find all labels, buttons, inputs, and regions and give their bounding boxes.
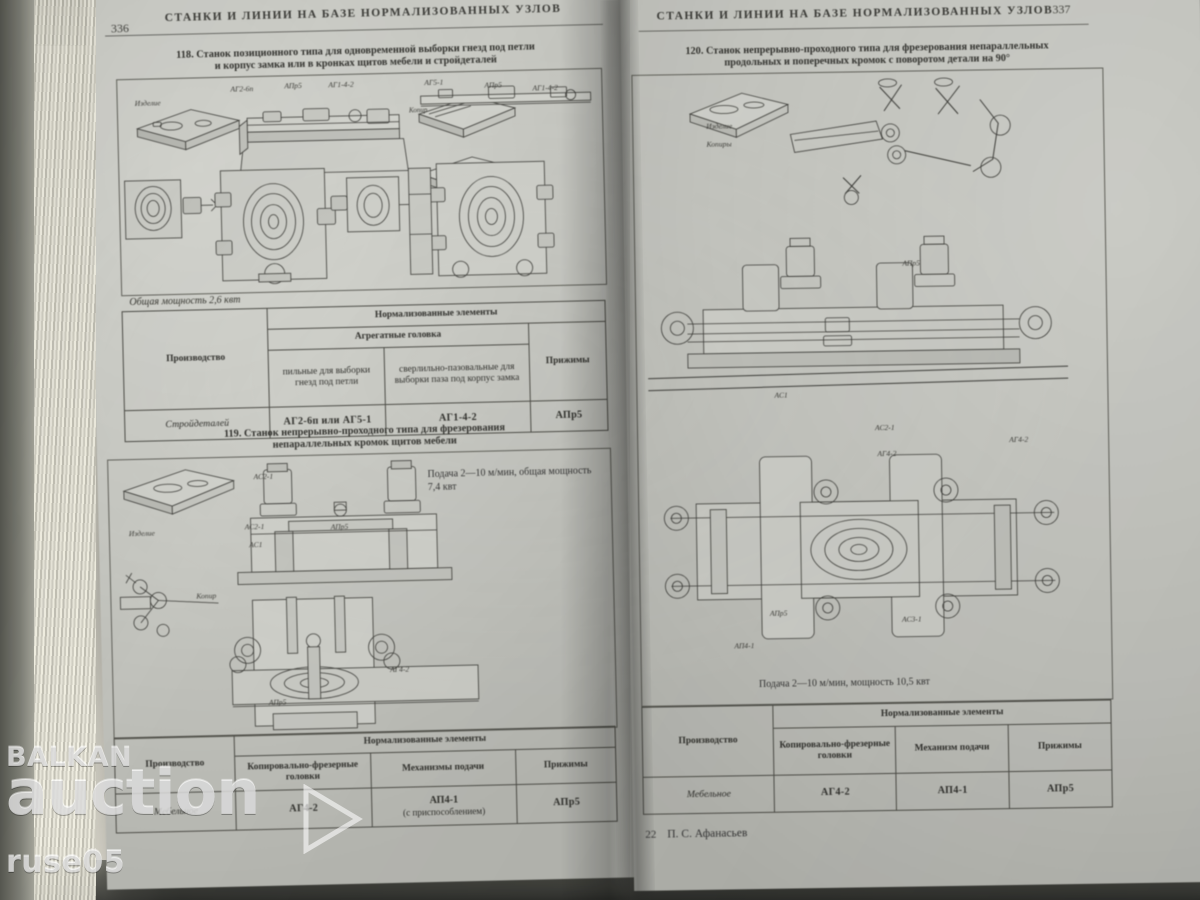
figure-118-label-ag26p: АГ2-6п xyxy=(230,84,254,94)
cell-feed-120: АП4-1 xyxy=(896,771,1010,811)
figure-119-table: Производство Нормализованные элементы Ко… xyxy=(114,726,618,834)
cell-feed-119: АП4-1 (с приспособлением) xyxy=(370,784,518,827)
folio-right: 337 xyxy=(1052,2,1071,17)
figure-119-label-as21: АС2-1 xyxy=(244,521,265,532)
figure-119-power-note: Подача 2—10 м/мин, общая мощность 7,4 кв… xyxy=(427,465,592,494)
figure-119-label-apr5: АПр5 xyxy=(330,521,349,532)
th-drill-heads: сверлильно-пазовальные для выборки паза … xyxy=(383,344,530,405)
left-page: 336 СТАНКИ И ЛИНИИ НА БАЗЕ НОРМАЛИЗОВАНН… xyxy=(86,0,648,890)
figure-118-label-ag142: АГ1-4-2 xyxy=(328,79,354,90)
cell-production-120: Мебельное xyxy=(642,775,775,815)
figure-119-label-kopir: Копир xyxy=(196,591,217,601)
cell-clamps-119: АПр5 xyxy=(516,782,618,824)
figure-119-label-ag42: АГ4-2 xyxy=(389,664,410,675)
right-page: СТАНКИ И ЛИНИИ НА БАЗЕ НОРМАЛИЗОВАННЫХ У… xyxy=(620,0,1200,891)
cell-feed-note-119: (с приспособлением) xyxy=(402,805,486,818)
th-saw-heads: пильные для выборки гнезд под петли xyxy=(267,347,386,408)
figure-119-label-apr5-b: АПр5 xyxy=(268,697,287,707)
figure-118-label-izdelie: Изделие xyxy=(134,98,161,108)
left-page-content: 336 СТАНКИ И ЛИНИИ НА БАЗЕ НОРМАЛИЗОВАНН… xyxy=(86,0,647,890)
figure-119-label-as1: АС1 xyxy=(249,539,263,550)
figure-120-label-ag42-b: АГ4-2 xyxy=(1009,434,1029,445)
figure-120-label-izdelie: Изделие xyxy=(706,121,733,131)
figure-120-drawing xyxy=(633,70,1111,703)
figure-118-label-ag51: АГ5-1 xyxy=(424,77,444,88)
figure-119-label-izdelie: Изделие xyxy=(128,528,155,539)
figure-118-label-apr5: АПр5 xyxy=(284,80,302,91)
th-production-120: Производство xyxy=(641,705,775,778)
cell-heads-120: АГ4-2 xyxy=(774,773,897,813)
figure-120-label-as21: АС2-1 xyxy=(874,422,895,433)
figure-120-label-apr5: АПр5 xyxy=(902,258,920,268)
figure-120-label-kopiry: Копиры xyxy=(706,139,732,149)
author-footer: П. С. Афанасьев xyxy=(667,827,748,841)
figure-118-label-kopir: Копир xyxy=(408,105,428,115)
th-production-119: Производство xyxy=(114,735,236,795)
figure-120-label-ag42-a: АГ4-2 xyxy=(877,448,897,459)
th-clamps-120: Прижимы xyxy=(1007,722,1112,772)
figure-118-power-note: Общая мощность 2,6 квт xyxy=(129,294,241,309)
figure-120-table: Производство Нормализованные элементы Ко… xyxy=(641,699,1113,815)
th-clamps: Прижимы xyxy=(528,321,608,402)
th-clamps-119: Прижимы xyxy=(515,747,617,785)
figure-118-drawing xyxy=(118,70,605,293)
figure-120-label-apr5-b: АПр5 xyxy=(769,608,788,618)
running-head-left: СТАНКИ И ЛИНИИ НА БАЗЕ НОРМАЛИЗОВАННЫХ У… xyxy=(164,2,562,25)
running-head-right: СТАНКИ И ЛИНИИ НА БАЗЕ НОРМАЛИЗОВАННЫХ У… xyxy=(656,4,1054,23)
th-feed-mechanisms-119: Механизмы подачи xyxy=(370,749,517,789)
cell-production-119: Мебельное xyxy=(115,791,237,834)
cell-clamps-120: АПр5 xyxy=(1008,769,1113,809)
figure-119-drawing xyxy=(109,450,615,736)
th-copy-mill-heads-119: Копировально-фрезерные головки xyxy=(234,753,371,792)
head-rule-left xyxy=(105,23,603,37)
th-feed-mechanism-120: Механизм подачи xyxy=(895,724,1009,774)
th-production: Производство xyxy=(122,308,270,411)
th-copy-mill-heads-120: Копировально-фрезерные головки xyxy=(773,726,897,776)
head-rule-right xyxy=(638,23,1089,32)
figure-119-label-as21-top: АС2-1 xyxy=(253,471,274,482)
signature-number: 22 xyxy=(645,828,657,841)
left-edge-shadow xyxy=(0,0,34,900)
figure-120-label-ap41: АП4-1 xyxy=(734,641,755,651)
right-page-content: СТАНКИ И ЛИНИИ НА БАЗЕ НОРМАЛИЗОВАННЫХ У… xyxy=(620,0,1200,891)
figure-120-label-as31: АС3-1 xyxy=(901,614,922,624)
figure-118-label-apr5-b: АПр5 xyxy=(484,80,502,90)
figure-120-label-as1: АС1 xyxy=(774,390,788,400)
cell-heads-119: АГ4-2 xyxy=(235,788,372,831)
figure-118-label-ag142-b: АГ1-4-2 xyxy=(532,82,558,93)
table-row: Мебельное АГ4-2 АП4-1 АПр5 xyxy=(642,769,1113,815)
